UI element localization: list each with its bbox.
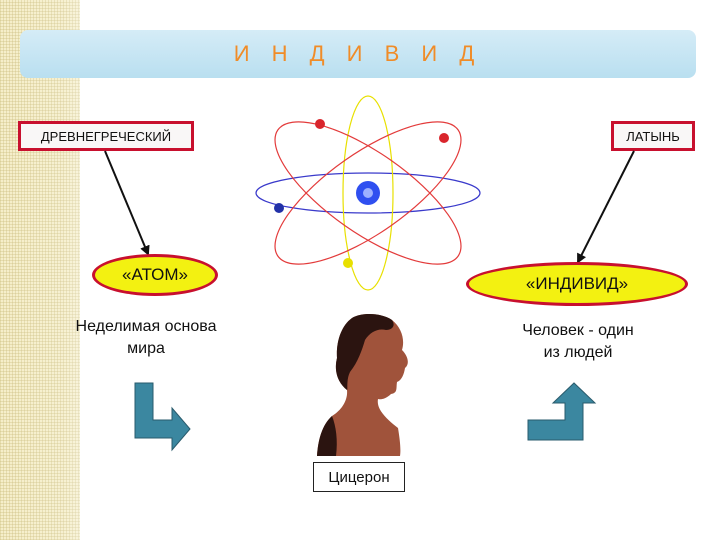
greek-label-box: ДРЕВНЕГРЕЧЕСКИЙ <box>18 121 194 151</box>
bent-arrow-right-icon <box>134 382 191 452</box>
individ-description: Человек - один из людей <box>522 322 634 361</box>
title-bar: И Н Д И В И Д <box>20 30 696 78</box>
atom-term-badge: «АТОМ» <box>92 254 218 296</box>
individ-term-badge: «ИНДИВИД» <box>466 262 688 306</box>
latin-label: ЛАТЫНЬ <box>626 128 680 144</box>
atom-term: «АТОМ» <box>122 265 188 284</box>
cicero-name: Цицерон <box>328 468 390 486</box>
greek-to-atom-arrow <box>104 150 150 256</box>
atom-description: Неделимая основа мира <box>75 318 217 357</box>
latin-to-individ-arrow <box>577 150 635 264</box>
greek-label: ДРЕВНЕГРЕЧЕСКИЙ <box>40 128 172 144</box>
individ-term: «ИНДИВИД» <box>525 274 629 293</box>
atom-icon <box>255 95 481 291</box>
page-title: И Н Д И В И Д <box>233 41 483 66</box>
cicero-name-box: Цицерон <box>313 462 405 492</box>
cicero-portrait <box>317 314 408 456</box>
bent-arrow-up-icon <box>527 382 597 441</box>
latin-label-box: ЛАТЫНЬ <box>611 121 695 151</box>
